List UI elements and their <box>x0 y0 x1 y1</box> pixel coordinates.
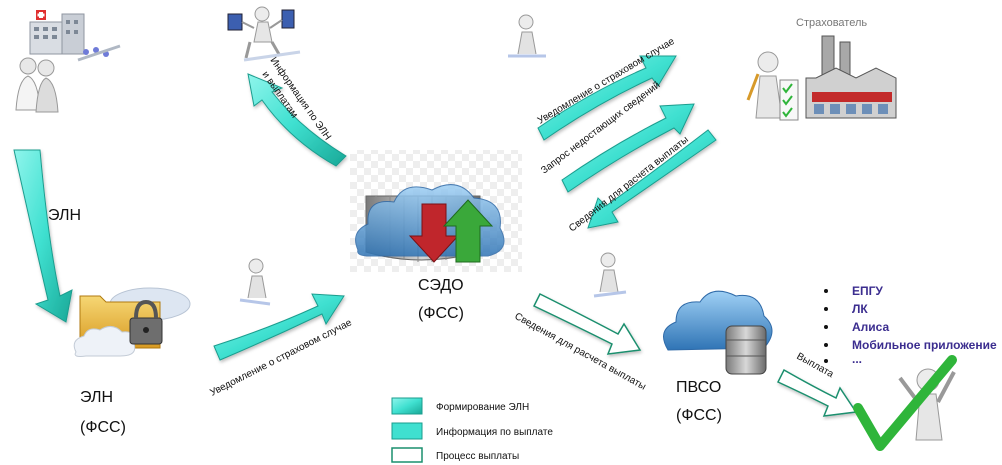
pvso-label-line2: (ФСС) <box>676 407 722 424</box>
doctor-patient-icon <box>15 57 59 113</box>
pvso-label-line1: ПВСО <box>676 379 721 396</box>
legend: Формирование ЭЛН Информация по выплате П… <box>391 397 553 463</box>
legend-swatch-eln-formation <box>391 397 423 415</box>
checkmark-person-icon <box>853 355 957 451</box>
payment-calc-data-pvso-arrow <box>532 292 642 355</box>
pvso-cloud-server-icon <box>663 290 773 375</box>
channel-alisa: Алиса <box>852 320 889 334</box>
channel-more: ... <box>852 352 862 366</box>
person-figure-icon <box>239 258 271 306</box>
payment-channels-list: ЕПГУ ЛК Алиса Мобильное приложение ... <box>824 284 997 366</box>
request-missing-arrow <box>561 103 695 193</box>
person-laptop-icon <box>227 6 301 62</box>
legend-label-eln-formation: Формирование ЭЛН <box>436 402 529 413</box>
eln-formation-arrow <box>13 149 73 323</box>
eln-bottom-label-line2: (ФСС) <box>80 419 126 436</box>
clipboard-person-icon <box>746 51 799 121</box>
vyplata-label: Выплата <box>795 351 836 380</box>
sedo-label-line1: СЭДО <box>418 277 464 294</box>
person-figure-icon <box>593 252 627 298</box>
strakhovatel-label: Страхователь <box>796 17 867 29</box>
channel-epgu: ЕПГУ <box>852 284 883 298</box>
legend-swatch-payment-info <box>391 422 423 440</box>
legend-label-payment-process: Процесс выплаты <box>436 451 519 462</box>
factory-icon <box>805 35 897 119</box>
sedo-cloud-server-icon <box>350 150 522 272</box>
legend-swatch-payment-process <box>391 447 423 463</box>
legend-label-payment-info: Информация по выплате <box>436 426 553 438</box>
channel-mobile-app: Мобильное приложение <box>852 338 997 352</box>
person-figure-icon <box>508 14 546 58</box>
channel-lk: ЛК <box>852 302 868 316</box>
info-eln-payments-arrow <box>247 73 347 167</box>
folder-lock-icon <box>73 287 191 357</box>
sedo-label-line2: (ФСС) <box>418 305 464 322</box>
hospital-building-icon <box>29 10 121 62</box>
payment-calc-data-arrow <box>587 129 717 229</box>
notice-bottom-arrow <box>213 293 345 361</box>
eln-top-label: ЭЛН <box>48 207 81 224</box>
vyplata-arrow <box>776 368 858 417</box>
eln-bottom-label-line1: ЭЛН <box>80 389 113 406</box>
notice-top-arrow <box>537 55 677 141</box>
